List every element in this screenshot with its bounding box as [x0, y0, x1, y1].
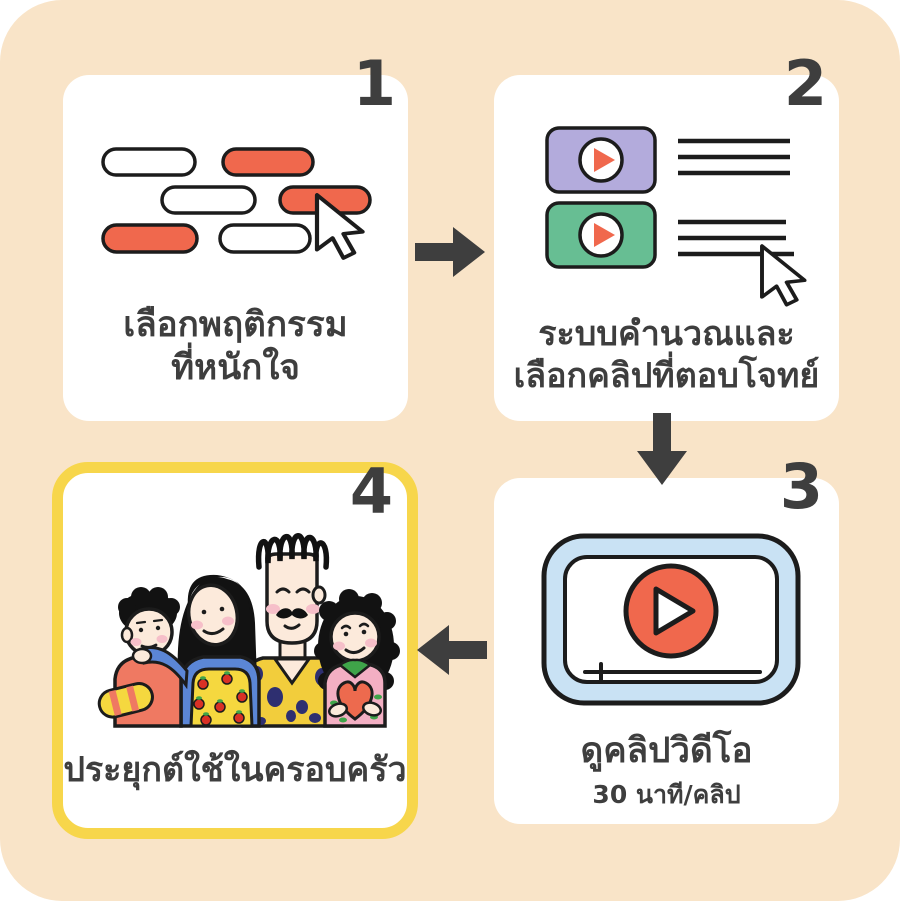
step-1-caption-line1: เลือกพฤติกรรม: [123, 305, 348, 345]
son-figure: [97, 587, 183, 728]
step-2-caption-line2: เลือกคลิปที่ตอบโจทย์: [513, 356, 820, 397]
video-player-icon: [541, 533, 801, 706]
text-lines-top: [678, 138, 790, 176]
step-2-icon-wrap: [534, 120, 819, 314]
cursor-icon: [760, 244, 807, 307]
step-number-1: 1: [352, 47, 396, 120]
step-3-caption-line2: 30 นาที/คลิป: [592, 780, 741, 810]
step-number-4: 4: [349, 455, 393, 528]
step-number-3: 3: [779, 450, 823, 523]
family-illustration: [97, 533, 400, 728]
play-button-icon: [623, 563, 719, 659]
text-lines-bottom: [678, 219, 794, 257]
arrow-right-icon: [415, 227, 485, 277]
step-4-caption-line1: ประยุกต์ใช้ในครอบครัว: [63, 750, 407, 790]
step-card-4-highlighted: 4: [52, 455, 418, 839]
cursor-icon: [314, 193, 365, 260]
mother-arm: [131, 646, 189, 690]
step-1-icon-wrap: [93, 137, 393, 276]
step-card-1: 1 เลือกพฤติกรรม ที่หนักใจ: [63, 53, 408, 421]
step-2-caption-line1: ระบบคำนวณและ: [538, 314, 795, 354]
daughter-figure: [314, 589, 400, 728]
video-thumbnails-icon: [545, 126, 807, 307]
step-3-caption: ดูคลิปวิดีโอ 30 นาที/คลิป: [494, 730, 839, 810]
strawberries: [193, 671, 248, 726]
progress-bar: [583, 662, 762, 682]
striped-sleeve: [97, 682, 154, 719]
mother-figure: [177, 574, 261, 728]
step-number-2: 2: [783, 47, 827, 120]
step-1-caption: เลือกพฤติกรรม ที่หนักใจ: [63, 304, 408, 391]
arrow-down-icon: [637, 413, 687, 485]
arrow-left-icon: [417, 625, 487, 675]
step-4-icon-wrap: [91, 511, 401, 740]
step-2-caption: ระบบคำนวณและ เลือกคลิปที่ตอบโจทย์: [494, 313, 839, 397]
step-card-3: 3 ดูคลิปวิดีโอ 30 นาที/คลิป: [494, 456, 839, 824]
step-3-icon-wrap: [541, 533, 801, 712]
step-4-caption: ประยุกต์ใช้ในครอบครัว: [63, 749, 407, 791]
step-1-caption-line2: ที่หนักใจ: [171, 348, 300, 389]
step-3-caption-line1: ดูคลิปวิดีโอ: [580, 731, 753, 771]
behavior-pills-icon: [101, 147, 372, 260]
step-card-2: 2: [494, 53, 839, 421]
video-thumbnail-green: [545, 201, 657, 269]
video-thumbnail-purple: [545, 126, 657, 194]
